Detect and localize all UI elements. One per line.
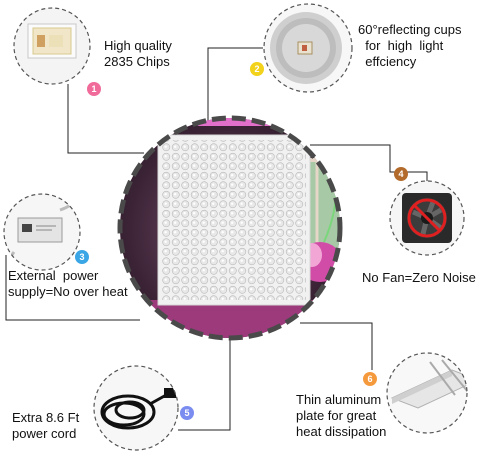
feature-2-badge: 2 (250, 62, 264, 76)
feature-2-label: 60°reflecting cups for high light effcie… (358, 22, 462, 69)
chip-photo (13, 7, 91, 85)
feature-3-badge: 3 (75, 250, 89, 264)
feature-5-label: Extra 8.6 Ft power cord (12, 410, 80, 441)
connector-lines (5, 47, 428, 431)
feature-6-label: Thin aluminum plate for great heat dissi… (296, 392, 387, 439)
center-product-photo (117, 115, 343, 341)
aluminum-plate-photo (386, 352, 468, 434)
feature-4-label: No Fan=Zero Noise (362, 270, 476, 285)
feature-3-label: External power supply=No over heat (8, 268, 128, 299)
fan-photo (389, 180, 465, 256)
power-cord-photo (93, 365, 179, 451)
feature-1-badge: 1 (87, 82, 101, 96)
feature-1-label: High quality 2835 Chips (104, 38, 172, 69)
feature-4-badge: 4 (394, 167, 408, 181)
power-supply-photo (3, 193, 81, 271)
reflecting-cup-photo (263, 3, 353, 93)
feature-5-badge: 5 (180, 406, 194, 420)
feature-6-badge: 6 (363, 372, 377, 386)
